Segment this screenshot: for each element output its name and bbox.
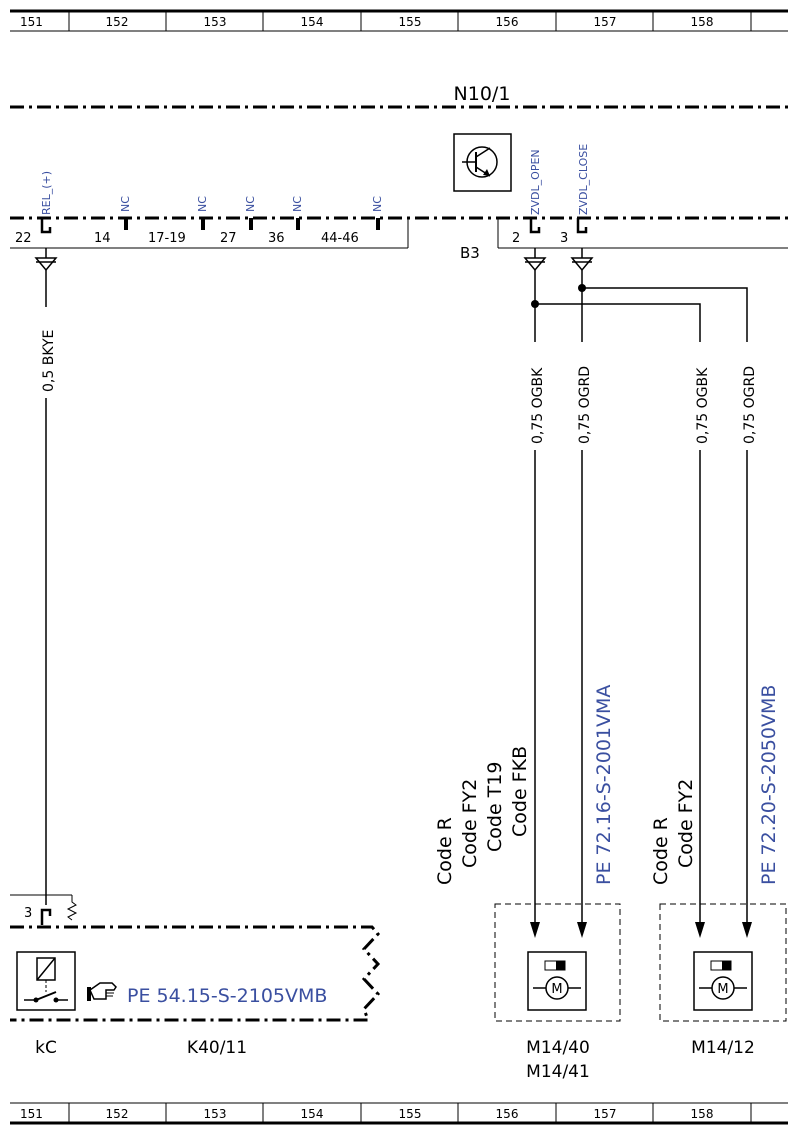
pin-27-number: 27 <box>220 231 237 246</box>
pin-3-number: 3 <box>560 231 568 246</box>
ruler-top-158: 158 <box>691 15 714 29</box>
ruler-top-157: 157 <box>594 15 617 29</box>
wire-ogrd-1-label: 0,75 OGRD <box>577 366 593 444</box>
pin-2-signal: ZVDL_OPEN <box>529 149 542 215</box>
ruler-bottom-151: 151 <box>20 1107 43 1121</box>
ruler-top-152: 152 <box>106 15 129 29</box>
pin-22-number: 22 <box>15 231 32 246</box>
pin-44-46-signal: NC <box>371 196 384 212</box>
m14-40-block: M M14/40 M14/41 <box>494 903 621 1082</box>
m14-41-label: M14/41 <box>526 1062 590 1082</box>
relay-icon <box>16 951 76 1011</box>
pin-36-signal: NC <box>291 196 304 212</box>
wire-ogrd-2-label: 0,75 OGRD <box>742 366 758 444</box>
connector-b3: B3 <box>460 244 480 262</box>
k40-pin-3: 3 <box>24 906 32 921</box>
ruler-bottom-153: 153 <box>204 1107 227 1121</box>
m14-12-block: M M14/12 <box>659 903 787 1058</box>
ref-m1440[interactable]: PE 72.16-S-2001VMA <box>593 685 615 885</box>
ruler-top-156: 156 <box>496 15 519 29</box>
ref-m1412[interactable]: PE 72.20-S-2050VMB <box>758 685 780 885</box>
wire-bkye-label: 0,5 BKYE <box>41 330 57 392</box>
pin-27-signal: NC <box>244 196 257 212</box>
wire-ogbk-2-label: 0,75 OGBK <box>695 367 711 444</box>
svg-text:M: M <box>717 982 728 997</box>
code-m1440-3: Code T19 <box>484 762 506 852</box>
codes-m1440: Code R Code FY2 Code T19 Code FKB PE 72.… <box>434 685 615 885</box>
pin-2-number: 2 <box>512 231 520 246</box>
motor-icon: M <box>527 951 587 1011</box>
pin-17-19-number: 17-19 <box>148 231 186 246</box>
code-m1412-2: Code FY2 <box>675 779 697 868</box>
ruler-bottom-154: 154 <box>301 1107 324 1121</box>
ruler-top-153: 153 <box>204 15 227 29</box>
pin-3-signal: ZVDL_CLOSE <box>577 144 590 215</box>
module-n10-1: N10/1 22 REL_(+) 14 NC 17-19 NC 27 <box>10 83 788 262</box>
codes-m1412: Code R Code FY2 PE 72.20-S-2050VMB <box>650 685 780 885</box>
code-m1440-1: Code R <box>434 817 456 885</box>
k40-11-block: 3 PE 54.15-S-2105VMB kC K40/11 <box>10 894 381 1058</box>
ruler-top: 151 152 153 154 155 156 157 158 <box>10 9 788 32</box>
code-m1412-1: Code R <box>650 817 672 885</box>
svg-text:M: M <box>551 982 562 997</box>
k40-ref[interactable]: PE 54.15-S-2105VMB <box>127 985 327 1007</box>
ruler-bottom-156: 156 <box>496 1107 519 1121</box>
ruler-bottom-157: 157 <box>594 1107 617 1121</box>
pointing-hand-icon <box>87 982 117 1001</box>
code-m1440-4: Code FKB <box>509 746 531 837</box>
pin-14-number: 14 <box>94 231 111 246</box>
pin-14-signal: NC <box>119 196 132 212</box>
ruler-bottom-158: 158 <box>691 1107 714 1121</box>
ruler-bottom: 151 152 153 154 155 156 157 158 <box>10 1102 788 1125</box>
ruler-top-151: 151 <box>20 15 43 29</box>
transistor-icon <box>453 133 512 192</box>
motor-icon: M <box>693 951 753 1011</box>
m14-40-label: M14/40 <box>526 1038 590 1058</box>
pin-36-number: 36 <box>268 231 285 246</box>
ruler-bottom-155: 155 <box>399 1107 422 1121</box>
ruler-top-154: 154 <box>301 15 324 29</box>
wire-group-zvdl: 0,75 OGBK 0,75 OGRD 0,75 OGBK 0,75 OGRD <box>523 248 758 938</box>
ruler-top-155: 155 <box>399 15 422 29</box>
n10-title: N10/1 <box>454 83 511 105</box>
m14-12-label: M14/12 <box>691 1038 755 1058</box>
code-m1440-2: Code FY2 <box>459 779 481 868</box>
pin-17-19-signal: NC <box>196 196 209 212</box>
pin-44-46-number: 44-46 <box>321 231 359 246</box>
ruler-bottom-152: 152 <box>106 1107 129 1121</box>
k40-label: K40/11 <box>187 1038 247 1058</box>
kc-label: kC <box>35 1038 57 1058</box>
wire-bkye: 0,5 BKYE <box>34 248 58 905</box>
pin-22-signal: REL_(+) <box>40 171 53 215</box>
wire-ogbk-1-label: 0,75 OGBK <box>530 367 546 444</box>
